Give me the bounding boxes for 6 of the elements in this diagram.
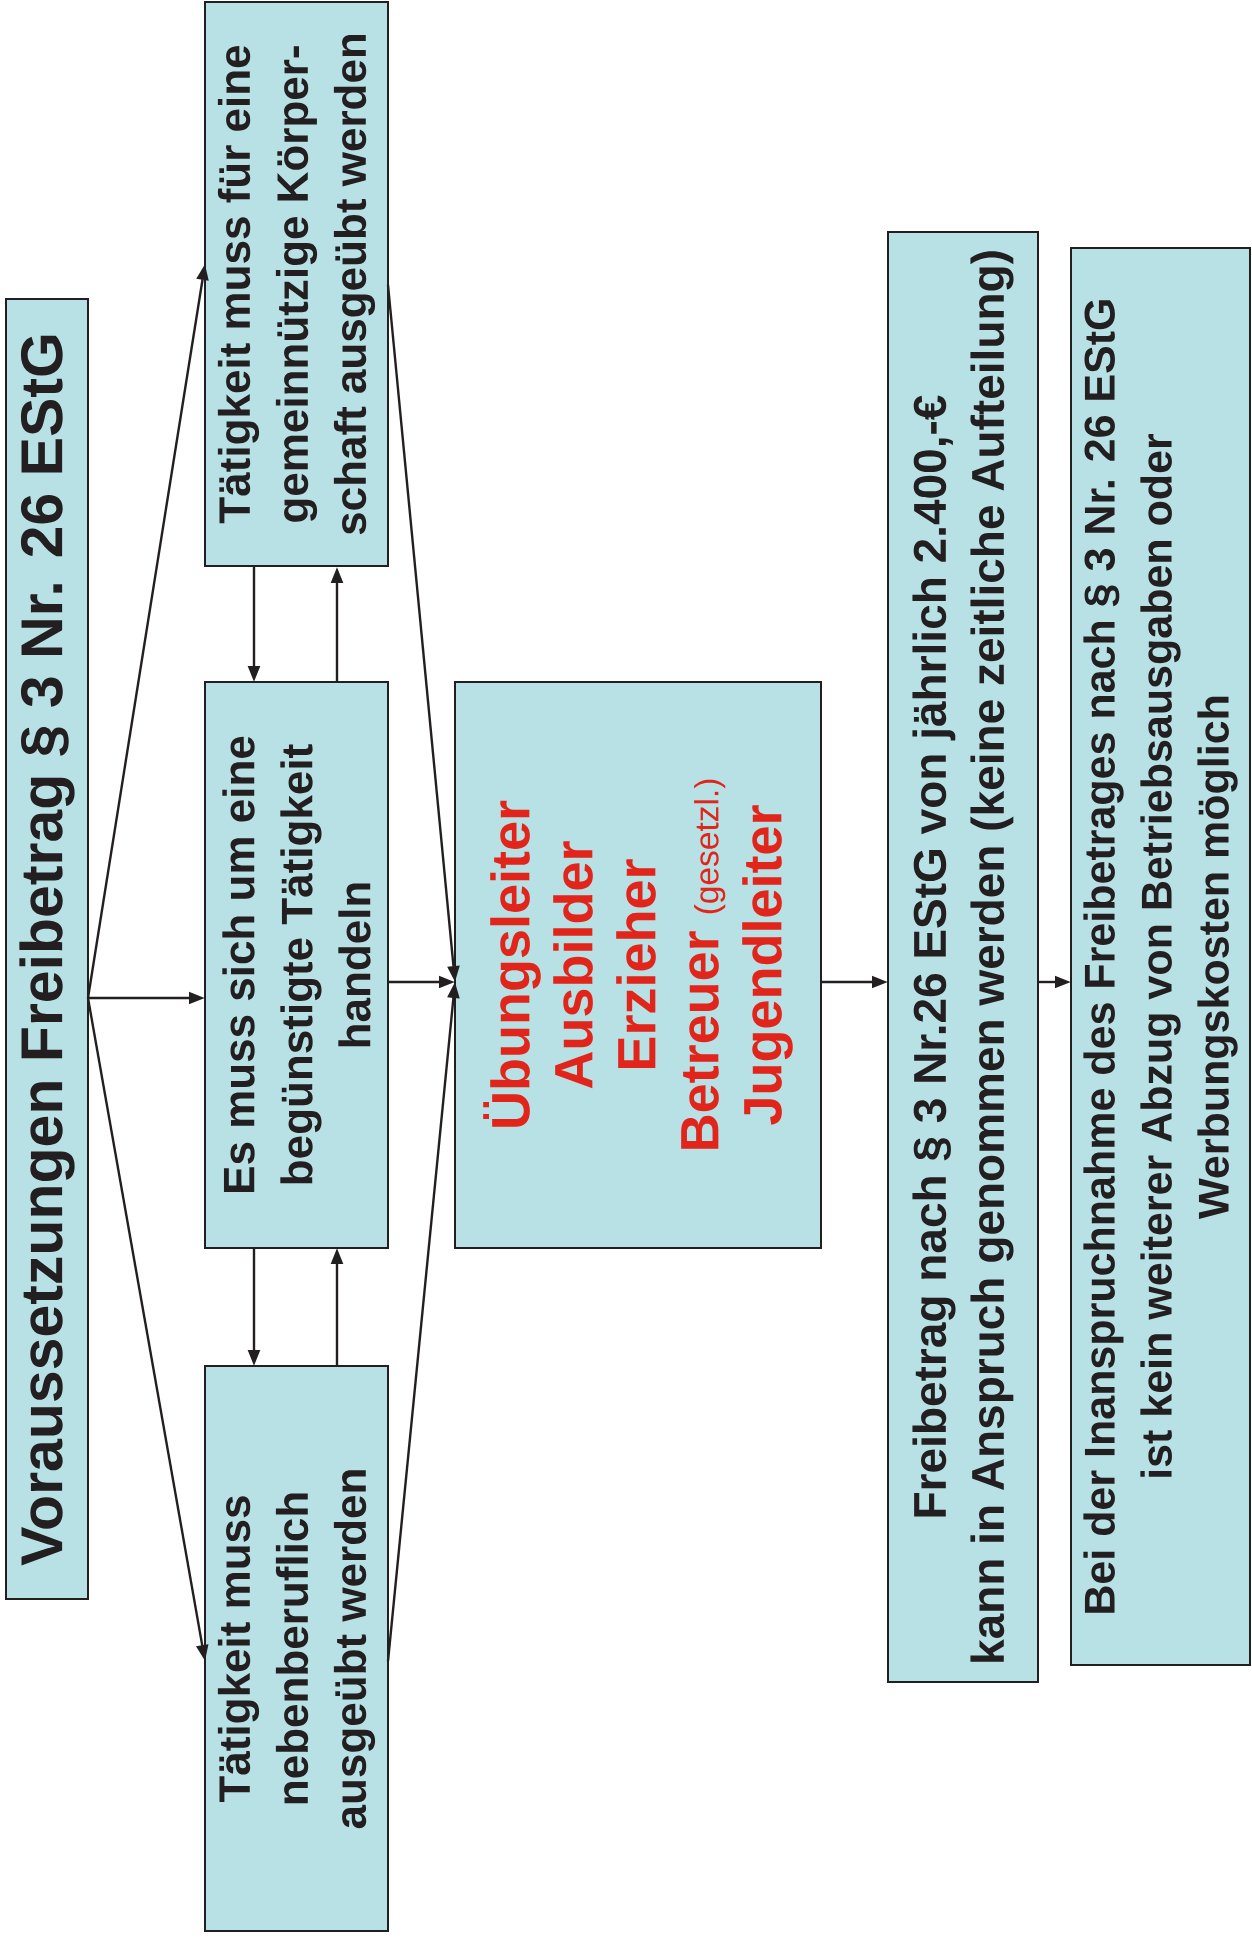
text-box: Tätigkeit muss für eine gemeinnützige Körper- schaft ausgeübt werden bbox=[204, 1, 389, 567]
text-box: Tätigkeit muss nebenberuflich ausgeübt werden bbox=[204, 1365, 389, 1932]
text-box: Bei der Inanspruchnahme des Freibetrages nach § 3 Nr. 26 EStG ist kein weiterer Abzug von Betriebsausgaben oder Werbungskosten möglich bbox=[1070, 247, 1251, 1666]
title-box: Voraussetzungen Freibetrag § 3 Nr. 26 EStG bbox=[5, 298, 89, 1600]
text-box: Freibetrag nach § 3 Nr.26 EStG von jährlich 2.400,-€ kann in Anspruch genommen werden (keine zeitliche Aufteilung) bbox=[887, 231, 1039, 1683]
text-box: Es muss sich um eine begünstigte Tätigkeit handeln bbox=[204, 681, 389, 1249]
